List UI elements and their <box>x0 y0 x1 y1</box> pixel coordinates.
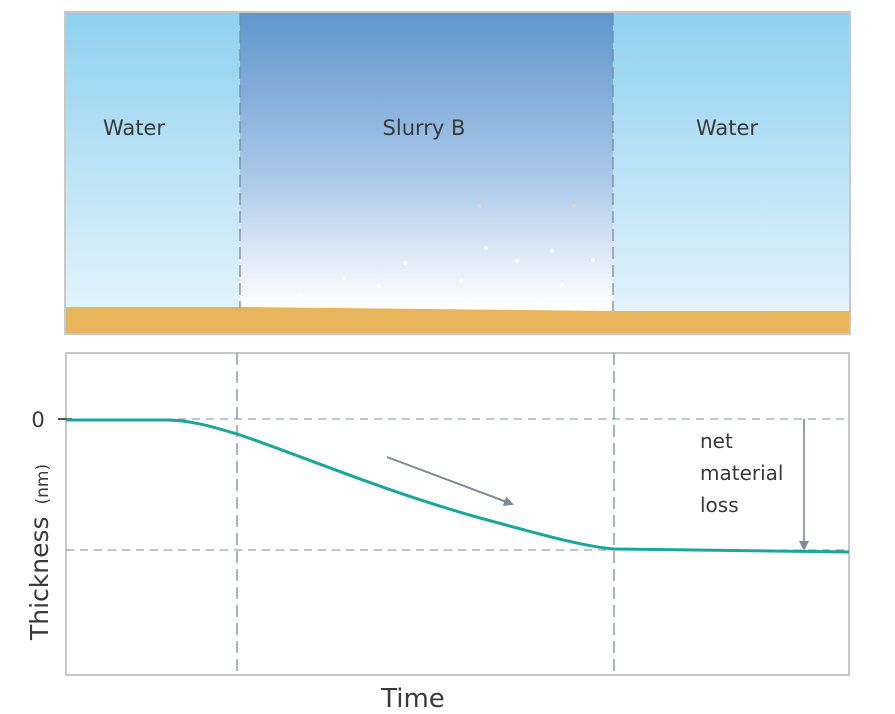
top-panel-frame <box>64 11 851 335</box>
x-axis-title: Time <box>380 684 445 714</box>
annotation-net: net <box>700 429 733 453</box>
y-axis-title: Thickness (nm) <box>25 464 54 641</box>
y-axis-unit: (nm) <box>33 464 53 505</box>
water-label-right: Water <box>696 116 758 140</box>
thickness-curve <box>66 418 850 554</box>
bottom-panel: 0 net material loss Thickness (nm) Time <box>25 352 850 714</box>
plot-frame <box>65 352 850 676</box>
annotation-loss: loss <box>700 493 739 517</box>
trend-arrow <box>386 456 514 506</box>
substrate-layer <box>66 307 849 333</box>
y-axis-title-text: Thickness <box>25 516 54 641</box>
water-region-left <box>66 13 240 307</box>
annotation-material: material <box>700 461 783 485</box>
water-label-left: Water <box>103 116 165 140</box>
zero-tick-label: 0 <box>31 408 44 432</box>
slurry-label: Slurry B <box>383 116 466 140</box>
slurry-region <box>240 13 613 307</box>
top-panel: Water Slurry B Water <box>64 11 851 335</box>
slurry-particles <box>298 204 602 306</box>
water-region-right <box>613 13 849 312</box>
